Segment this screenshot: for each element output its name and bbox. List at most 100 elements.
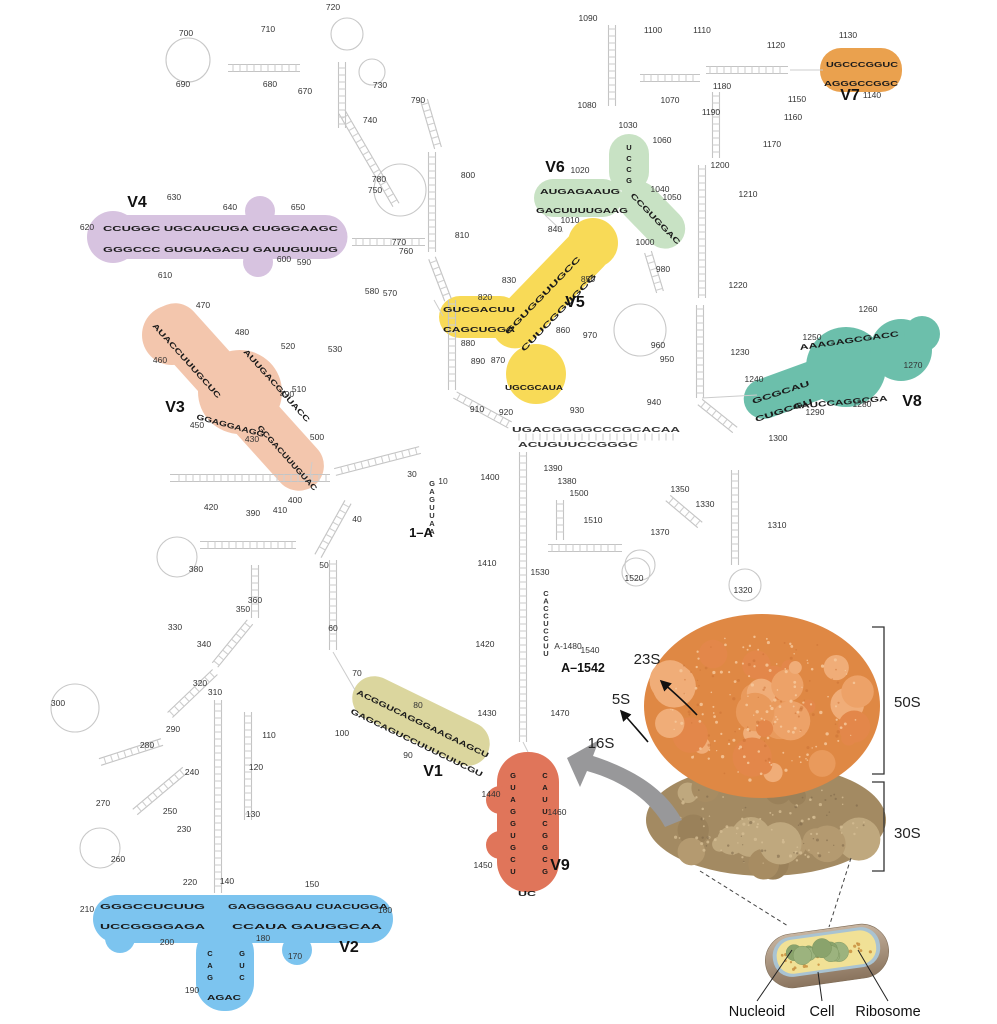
sequence-letter: C (542, 855, 548, 864)
position-number: 1250 (803, 332, 822, 342)
zoom-dash-left (699, 870, 789, 927)
position-number: 10 (438, 476, 448, 486)
position-number: 1410 (478, 558, 497, 568)
strand-connector (309, 461, 313, 479)
position-number: 1000 (636, 237, 655, 247)
svg-text:A: A (429, 519, 435, 528)
pointer-nucleoid (756, 949, 793, 1002)
sequence-text: GUCGACUU (443, 305, 515, 314)
cell-illustration (765, 923, 889, 989)
position-number: 1180 (713, 81, 732, 91)
sequence-text: AGAC (207, 993, 242, 1002)
sequence-letter: G (510, 771, 516, 780)
arrow-23s (659, 679, 698, 716)
position-number: 1020 (571, 165, 590, 175)
loop-circle (156, 536, 198, 578)
bracket-30s (872, 781, 885, 872)
position-number: 760 (399, 246, 413, 256)
sequence-text: UC (518, 889, 537, 898)
arrow-5s (619, 709, 649, 743)
strand-connector (544, 214, 564, 233)
position-number: 650 (291, 202, 305, 212)
helix-ladder (706, 65, 788, 75)
label-16s: 16S (588, 735, 615, 752)
position-number: 280 (140, 740, 154, 750)
sequence-letter: G (626, 176, 632, 185)
region-v7-blob (820, 48, 902, 92)
sequence-letter: A (542, 783, 548, 792)
region-v8-label: V8 (902, 393, 922, 410)
position-number: 1400 (481, 472, 500, 482)
sequence-letter: U (510, 867, 515, 876)
svg-text:G: G (429, 495, 435, 504)
position-number: 1170 (763, 139, 782, 149)
position-number: 170 (288, 951, 302, 961)
helix-ladder (640, 73, 700, 83)
svg-text:U: U (543, 642, 548, 651)
region-v3-blob (142, 303, 324, 491)
position-number: 130 (246, 809, 260, 819)
position-number: 260 (111, 854, 125, 864)
helix-ladder (665, 494, 703, 529)
position-number: 450 (190, 420, 204, 430)
helix-ladder (697, 165, 707, 298)
helix-ladder (243, 712, 253, 820)
ribosome-dot (802, 964, 807, 968)
sequence-text: CCUGGC UGCAUCUGA CUGGCAAGC (103, 224, 339, 233)
position-number: 860 (556, 325, 570, 335)
sequence-text: UCCGGGGAGA (100, 922, 206, 931)
helix-ladder (548, 543, 622, 553)
region-v1-label: V1 (423, 763, 443, 780)
position-number: 1460 (548, 807, 567, 817)
position-number: 720 (326, 2, 340, 12)
position-number: 830 (502, 275, 516, 285)
sequence-text: GGGCCUCUUG (100, 902, 205, 911)
helix-ladder (213, 700, 223, 893)
position-number: 810 (455, 230, 469, 240)
helix-ladder (328, 560, 338, 650)
svg-text:U: U (543, 619, 548, 628)
svg-text:C: C (543, 589, 549, 598)
position-number: 890 (471, 356, 485, 366)
position-number: 410 (273, 505, 287, 515)
position-number: 680 (263, 79, 277, 89)
loop-circle (330, 17, 364, 51)
svg-text:A: A (543, 597, 549, 606)
position-number: 1330 (696, 499, 715, 509)
position-number: 150 (305, 879, 319, 889)
position-number: 730 (373, 80, 387, 90)
position-number: 290 (166, 724, 180, 734)
position-number: 1140 (863, 90, 882, 100)
position-number: 160 (378, 905, 392, 915)
position-number: 1090 (579, 13, 598, 23)
position-number: 320 (193, 678, 207, 688)
position-number: 1150 (788, 94, 807, 104)
position-number: 140 (220, 876, 234, 886)
helix-ladder (337, 62, 347, 128)
loop-circle (165, 37, 211, 83)
position-number: 60 (328, 623, 338, 633)
helix-ladder (420, 98, 442, 150)
position-number: 470 (196, 300, 210, 310)
helix-ladder (644, 250, 664, 294)
ribosome-dot (857, 947, 861, 950)
loop-circle (621, 557, 651, 587)
sequence-letter: C (510, 855, 516, 864)
position-number: 460 (153, 355, 167, 365)
ribosome-dot (780, 953, 784, 957)
position-number: 1100 (644, 25, 663, 35)
zoom-dash-right (828, 857, 852, 928)
helix-ladder (338, 109, 400, 208)
position-number: 1160 (784, 112, 803, 122)
sequence-letter: U (239, 961, 244, 970)
pointer-ribosome (857, 949, 889, 1002)
cell-capsule (765, 923, 889, 989)
position-number: 1190 (702, 107, 721, 117)
position-number: 870 (491, 355, 505, 365)
nucleoid-lump (812, 938, 832, 958)
position-number: 1040 (651, 184, 670, 194)
sequence-text: CAGCUGGA (443, 325, 516, 334)
